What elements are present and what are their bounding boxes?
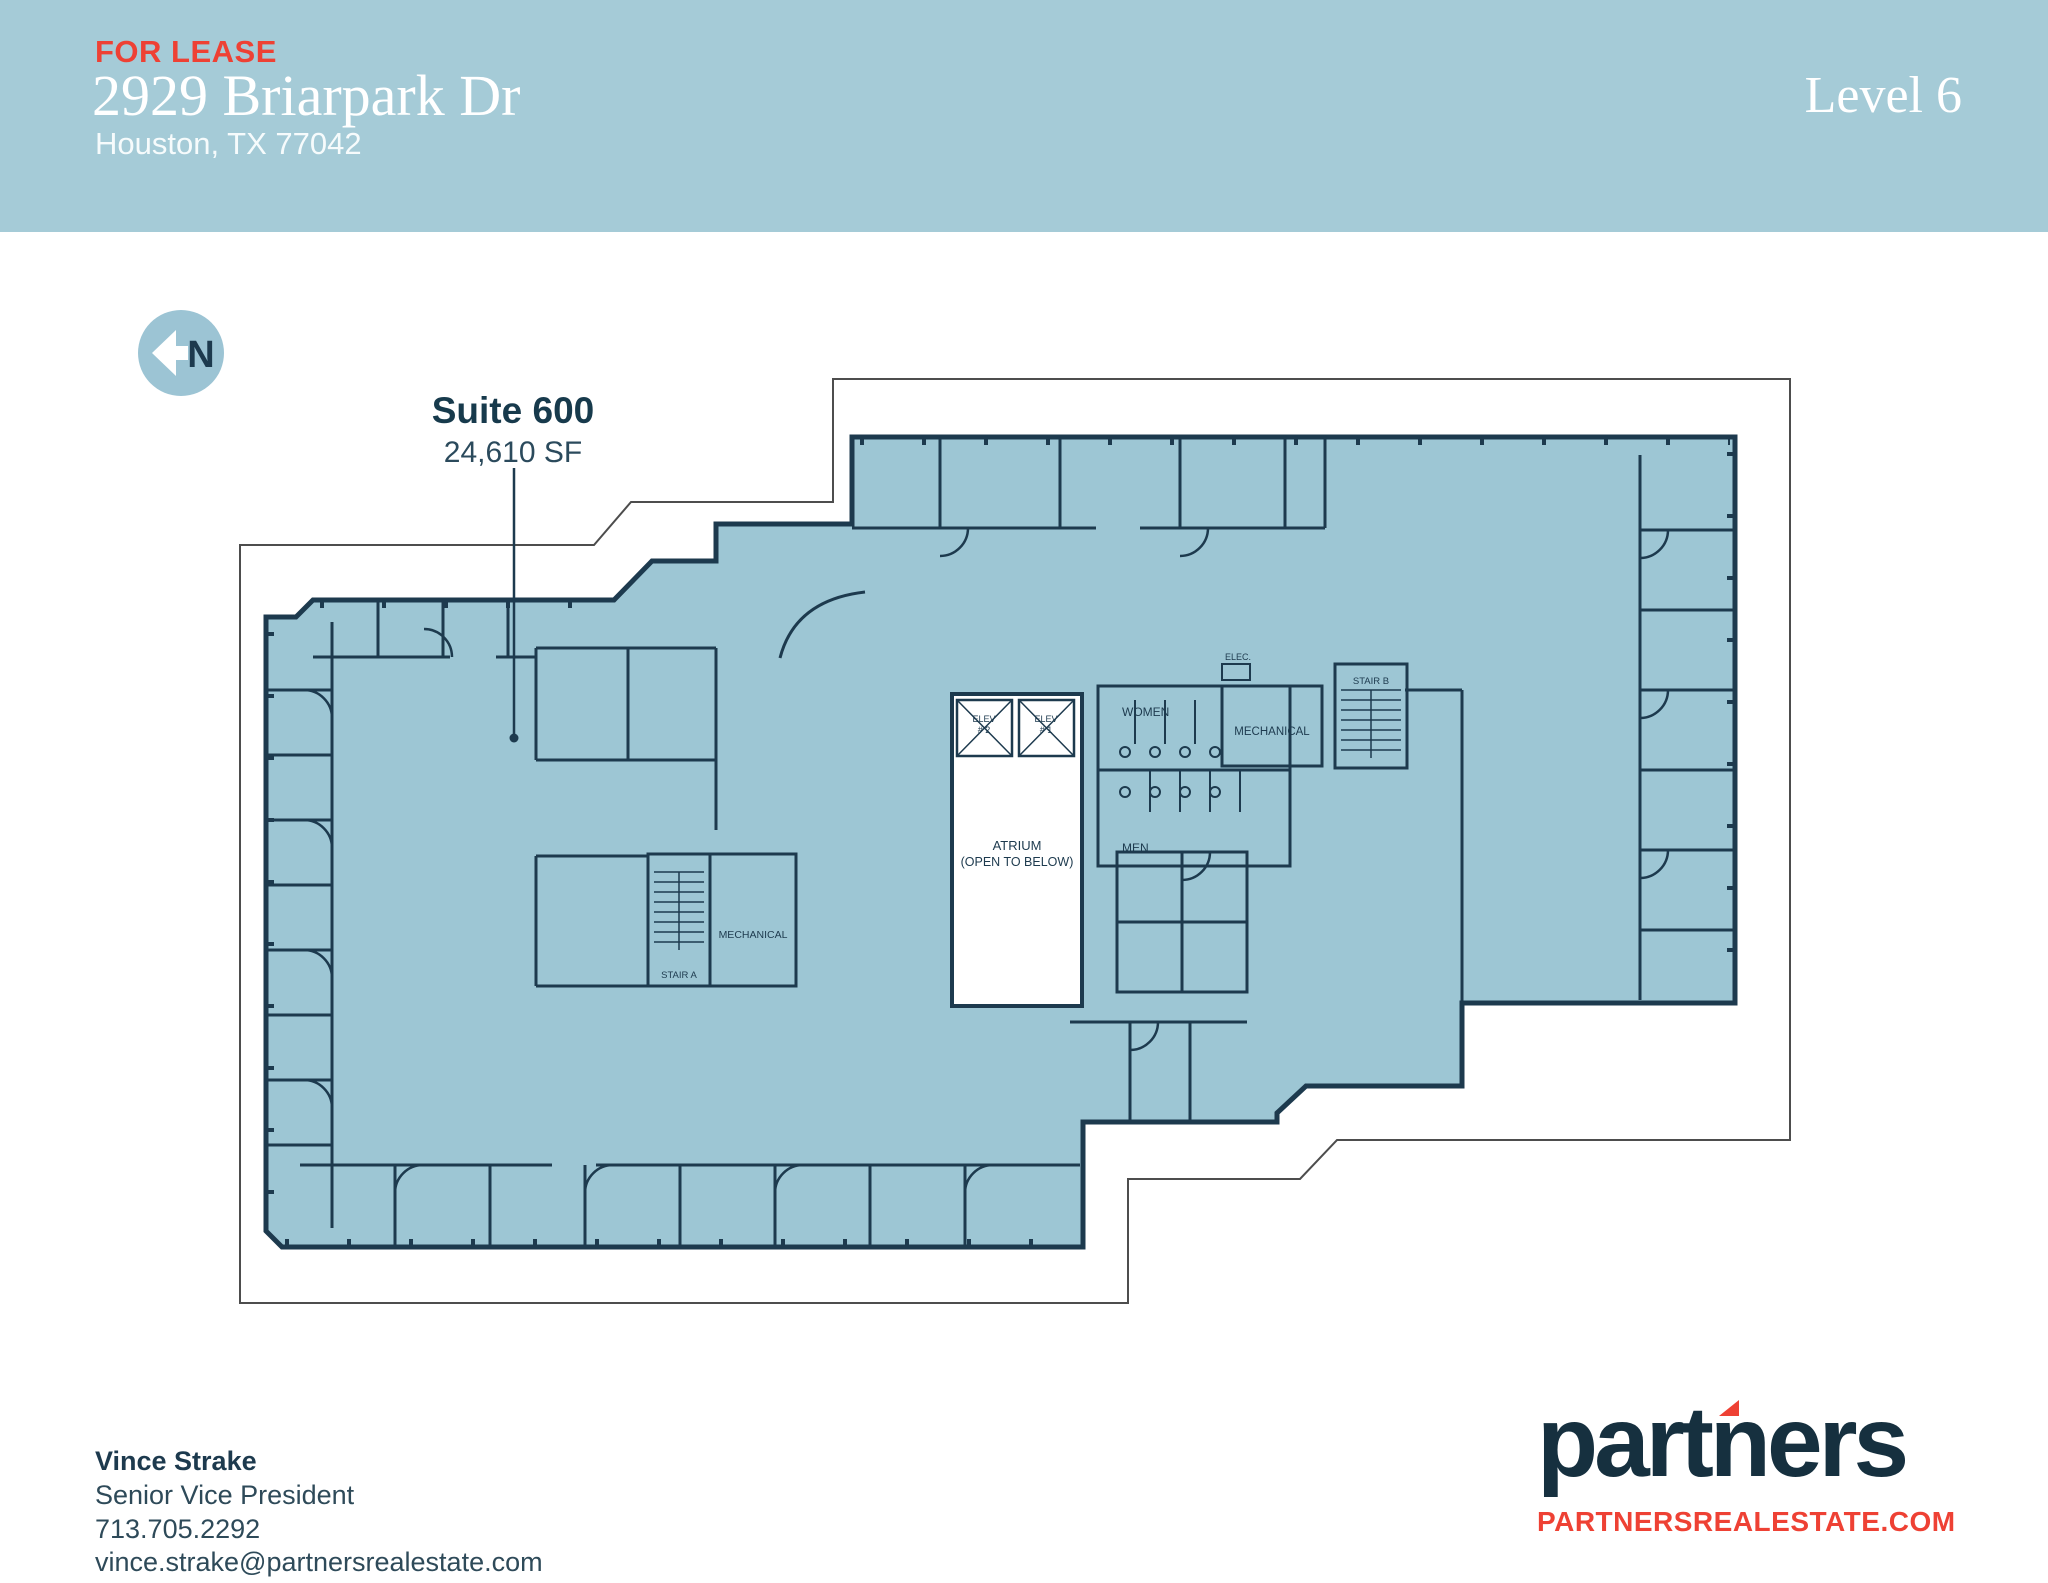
atrium-sublabel: (OPEN TO BELOW) [961, 855, 1074, 869]
elec-closet [1221, 663, 1251, 681]
elevator-1-number: # 1 [1040, 725, 1053, 735]
window-ticks [266, 437, 1735, 1247]
stair-a-label: STAIR A [661, 970, 697, 981]
contact-email-link[interactable]: vince.strake@partnersrealestate.com [95, 1547, 543, 1578]
women-label: WOMEN [1122, 705, 1169, 719]
header-band: FOR LEASE 2929 Briarpark Dr Houston, TX … [0, 0, 2048, 232]
curved-wall [778, 590, 866, 659]
brand-block: partners PARTNERSREALESTATE.COM [1537, 1392, 1997, 1538]
contact-name: Vince Strake [95, 1446, 257, 1476]
elevator-x-marks [956, 699, 1075, 757]
mechanical-room-center [1220, 684, 1324, 768]
door-arcs [303, 527, 1670, 1194]
brand-website: PARTNERSREALESTATE.COM [1537, 1506, 1956, 1537]
contact-title: Senior Vice President [95, 1479, 355, 1510]
men-label: MEN [1122, 841, 1149, 855]
north-arrow-glyph: N [152, 330, 215, 376]
stair-b-label: STAIR B [1353, 676, 1389, 687]
mechanical-room-left [708, 852, 798, 988]
suite-name: Suite 600 [431, 390, 595, 431]
north-arrow-icon: N [138, 310, 224, 396]
suite-size: 24,610 SF [443, 436, 583, 469]
property-address: 2929 Briarpark Dr [92, 63, 521, 128]
elevator-2-number: # 2 [978, 725, 991, 735]
suite-callout: Suite 600 24,610 SF [348, 390, 678, 470]
partners-logo: partners [1537, 1392, 1997, 1492]
contact-phone: 713.705.2292 [95, 1513, 261, 1544]
stair-b [1333, 662, 1409, 770]
suite-leader-line [509, 468, 519, 743]
for-lease-label: FOR LEASE [95, 34, 277, 69]
elec-label: ELEC. [1225, 652, 1251, 662]
atrium-label: ATRIUM [993, 838, 1042, 853]
elevators: ELEV # 2 ELEV # 1 [955, 698, 1076, 758]
mens-restroom [1096, 768, 1292, 868]
toilet-fixtures [1119, 746, 1221, 798]
restroom-core [1096, 684, 1292, 868]
level-label: Level 6 [1804, 67, 1962, 124]
elevator-2-label: ELEV [972, 714, 995, 724]
property-outline [239, 378, 1791, 1304]
elevator-1-label: ELEV [1034, 714, 1057, 724]
mechanical-center-label: MECHANICAL [1234, 726, 1310, 738]
north-letter: N [187, 334, 214, 376]
property-city: Houston, TX 77042 [95, 126, 362, 161]
partners-wordmark: partners [1537, 1386, 1909, 1498]
mechanical-left-label: MECHANICAL [719, 929, 788, 941]
interior-walls [266, 437, 1735, 1247]
contact-block: Vince Strake Senior Vice President 713.7… [95, 1445, 543, 1580]
